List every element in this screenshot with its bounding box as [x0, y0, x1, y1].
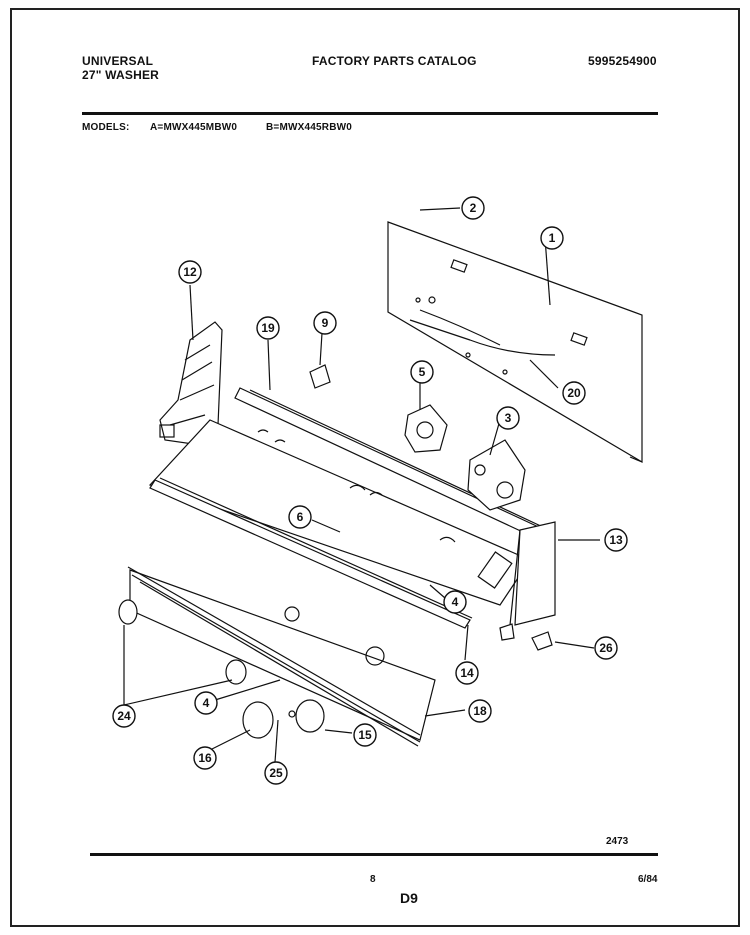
callout-9: 9	[322, 316, 329, 330]
callout-19: 19	[261, 321, 275, 335]
knob-24b	[225, 659, 247, 685]
knob-15	[295, 699, 325, 733]
page-number: 8	[370, 874, 376, 885]
callout-18: 18	[473, 704, 487, 718]
callout-16: 16	[198, 751, 212, 765]
brand-title: UNIVERSAL	[82, 54, 154, 68]
header-rule	[82, 112, 658, 115]
model-a: A=MWX445MBW0	[150, 122, 238, 133]
callout-1: 1	[549, 231, 556, 245]
callout-6: 6	[297, 510, 304, 524]
callout-12: 12	[183, 265, 197, 279]
timer	[404, 404, 448, 453]
callout-24: 24	[117, 709, 131, 723]
callout-25: 25	[269, 766, 283, 780]
console-panel	[148, 419, 531, 606]
footer-rule	[90, 853, 658, 856]
callout-4a: 4	[452, 595, 459, 609]
knob-16	[242, 701, 274, 739]
callout-26: 26	[599, 641, 613, 655]
product-title: 27" WASHER	[82, 68, 160, 82]
page-frame	[10, 8, 740, 927]
section-id: D9	[400, 890, 418, 906]
date: 6/84	[638, 874, 658, 885]
callout-2: 2	[470, 201, 477, 215]
drawing-number: 2473	[606, 836, 629, 847]
end-cap	[514, 521, 556, 626]
callout-13: 13	[609, 533, 623, 547]
lower-panel	[129, 569, 436, 741]
switch	[467, 439, 526, 511]
model-b: B=MWX445RBW0	[266, 122, 353, 133]
trim-strip	[149, 479, 471, 629]
knob-24a	[118, 599, 138, 625]
catalog-number: 5995254900	[588, 54, 657, 68]
callout-15: 15	[358, 728, 372, 742]
models-label: MODELS:	[82, 122, 130, 133]
callout-5: 5	[419, 365, 426, 379]
catalog-title: FACTORY PARTS CATALOG	[312, 54, 477, 68]
callout-20: 20	[567, 386, 581, 400]
callout-3: 3	[505, 411, 512, 425]
callout-4b: 4	[203, 696, 210, 710]
callout-14: 14	[460, 666, 474, 680]
clip	[309, 364, 331, 389]
